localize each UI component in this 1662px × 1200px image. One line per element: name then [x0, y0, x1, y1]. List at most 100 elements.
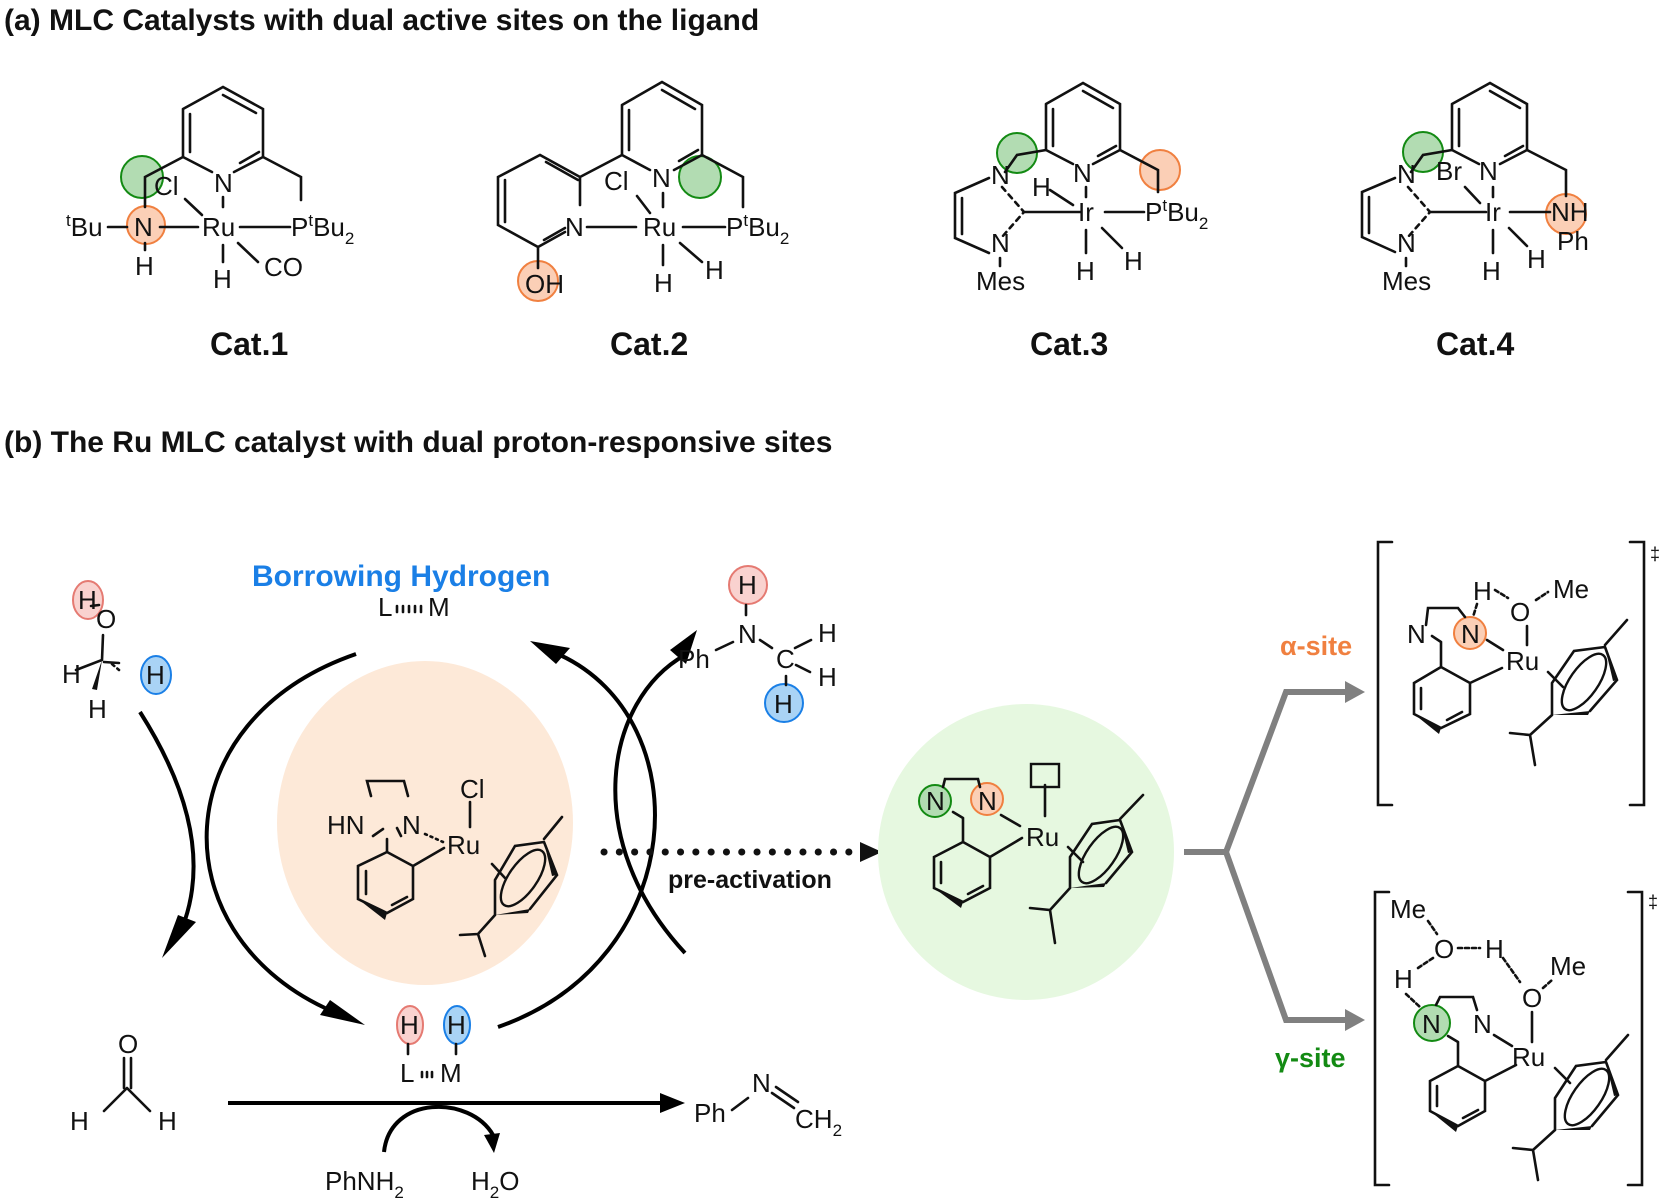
svg-text:H: H — [78, 585, 97, 615]
svg-text:NH: NH — [1551, 197, 1589, 227]
svg-text:Me: Me — [1550, 951, 1586, 981]
svg-text:N: N — [926, 786, 945, 816]
svg-text:Ph: Ph — [678, 644, 710, 674]
gamma-site-highlight — [120, 155, 164, 199]
svg-text:H: H — [738, 570, 757, 600]
arc-right-small — [613, 653, 687, 955]
hydride-h-highlight — [764, 683, 804, 723]
gamma-site-highlight — [996, 132, 1038, 174]
svg-text:Ir: Ir — [1485, 197, 1501, 227]
svg-text:HN: HN — [327, 810, 365, 840]
svg-text:M: M — [440, 1058, 462, 1088]
catalyst-3-structure: N N H N Mes Ir PtBu2 H H — [953, 81, 1208, 296]
catalyst-3-label: Cat.3 — [1030, 326, 1108, 362]
cycle-label: Borrowing Hydrogen — [252, 560, 550, 593]
svg-text:H: H — [213, 264, 232, 294]
catalyst-4-structure: N N Br N Mes Ir NH Ph H H — [1360, 81, 1589, 296]
svg-text:Ru: Ru — [1506, 646, 1539, 676]
svg-text:Mes: Mes — [976, 266, 1025, 296]
formaldehyde-structure: O H H — [70, 1029, 177, 1136]
gamma-site-highlight — [1413, 1004, 1451, 1042]
svg-text:H: H — [1485, 934, 1504, 964]
n-methylaniline-structure: H N Ph C H H H — [678, 565, 837, 723]
gamma-site-label: γ-site — [1275, 1043, 1346, 1073]
svg-text:Ru: Ru — [643, 212, 676, 242]
arrowhead-icon — [1345, 1009, 1365, 1031]
svg-text:N: N — [652, 163, 671, 193]
catalyst-4-label: Cat.4 — [1436, 326, 1514, 362]
svg-text:H: H — [1527, 244, 1546, 274]
byproduct-label: H2O — [471, 1166, 519, 1200]
svg-text:Me: Me — [1390, 894, 1426, 924]
proton-h-highlight — [728, 565, 768, 605]
arrowhead-icon — [860, 842, 882, 862]
alpha-site-highlight — [1453, 616, 1487, 650]
svg-text:Ru: Ru — [1026, 822, 1059, 852]
svg-text:H: H — [654, 268, 673, 298]
svg-text:H: H — [400, 1010, 419, 1040]
vacant-site-icon — [1029, 762, 1061, 789]
imine-structure: Ph N CH2 — [694, 1068, 842, 1140]
svg-text:H: H — [135, 251, 154, 281]
svg-text:N: N — [752, 1068, 771, 1098]
ligand-label: L — [378, 592, 392, 622]
svg-text:CO: CO — [264, 252, 303, 282]
svg-text:N: N — [1422, 1009, 1441, 1039]
svg-text:H: H — [146, 660, 165, 690]
svg-text:Cl: Cl — [604, 166, 629, 196]
svg-text:H: H — [1124, 246, 1143, 276]
alpha-site-highlight — [1139, 149, 1181, 191]
svg-text:H: H — [1482, 256, 1501, 286]
svg-text:H: H — [818, 662, 837, 692]
svg-text:H: H — [1394, 964, 1413, 994]
arrowhead-icon — [660, 1093, 685, 1113]
svg-text:H: H — [1473, 576, 1492, 606]
svg-text:N: N — [1461, 619, 1480, 649]
svg-text:PtBu2: PtBu2 — [291, 211, 354, 248]
svg-text:H: H — [1032, 172, 1051, 202]
svg-text:Ru: Ru — [202, 212, 235, 242]
arrowhead-icon — [1345, 681, 1365, 703]
svg-text:H: H — [62, 659, 81, 689]
arc-right-large — [497, 653, 657, 1029]
catalyst-1-label: Cat.1 — [210, 326, 288, 362]
reagent-label: PhNH2 — [325, 1166, 404, 1200]
metal-hydride-intermediate: H H L M — [396, 1005, 471, 1088]
alpha-site-transition-state: ‡ N N H O Me Ru — [1376, 540, 1660, 807]
svg-text:‡: ‡ — [1648, 892, 1658, 912]
svg-text:O: O — [96, 604, 116, 634]
svg-text:H: H — [158, 1106, 177, 1136]
svg-text:N: N — [1073, 158, 1092, 188]
svg-text:N: N — [1479, 156, 1498, 186]
arc-left-large — [204, 652, 357, 1010]
svg-text:O: O — [118, 1029, 138, 1059]
svg-text:H: H — [705, 255, 724, 285]
svg-text:N: N — [402, 810, 421, 840]
svg-text:O: O — [1434, 934, 1454, 964]
svg-text:H: H — [70, 1106, 89, 1136]
svg-text:N: N — [978, 786, 997, 816]
svg-text:N: N — [565, 212, 584, 242]
methanol-structure: H O H H H — [62, 580, 172, 724]
svg-text:N: N — [1407, 619, 1426, 649]
hydride-h-highlight — [140, 655, 172, 695]
arc-methanol-to-formaldehyde — [138, 710, 196, 921]
alpha-site-label: α-site — [1280, 631, 1352, 661]
active-catalyst-structure: N N Ru — [918, 762, 1145, 945]
svg-text:Ru: Ru — [1512, 1042, 1545, 1072]
proton-h-highlight — [72, 580, 104, 620]
svg-text:Mes: Mes — [1382, 266, 1431, 296]
svg-text:N: N — [134, 212, 153, 242]
svg-text:‡: ‡ — [1650, 544, 1660, 564]
pre-activation-label: pre-activation — [668, 866, 832, 894]
catalyst-1-structure: N Cl Ru tBu N H PtBu2 H CO — [66, 85, 354, 294]
svg-text:CH2: CH2 — [795, 1104, 842, 1140]
svg-text:N: N — [1397, 159, 1416, 189]
catalyst-2-label: Cat.2 — [610, 326, 688, 362]
svg-text:C: C — [776, 644, 795, 674]
svg-text:PtBu2: PtBu2 — [726, 211, 789, 248]
svg-text:H: H — [818, 618, 837, 648]
amine-water-side-arrow — [382, 1104, 495, 1153]
svg-text:O: O — [1522, 983, 1542, 1013]
